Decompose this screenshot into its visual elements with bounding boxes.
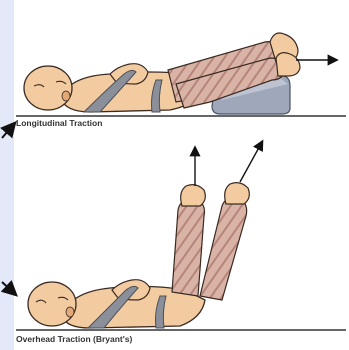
overhead-traction-figure — [16, 142, 346, 330]
foot — [225, 183, 250, 204]
pointer-arrow-icon — [2, 124, 14, 138]
infant-head — [28, 282, 76, 326]
foot — [181, 185, 206, 206]
leg-cast-left — [172, 200, 205, 296]
traction-arrow-icon — [240, 142, 262, 182]
caption-longitudinal-traction: Longitudinal Traction — [16, 118, 102, 128]
leg-cast-right — [200, 198, 247, 300]
pointer-arrow-icon — [2, 282, 15, 294]
caption-overhead-traction: Overhead Traction (Bryant's) — [16, 334, 132, 344]
longitudinal-traction-figure — [16, 33, 346, 116]
infant-head — [24, 66, 72, 110]
